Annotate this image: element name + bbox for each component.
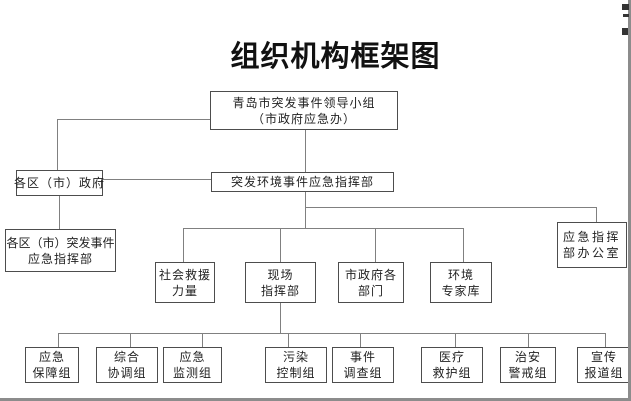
connector-bottom-distributor [58,333,606,334]
node-leader-group: 青岛市突发事件领导小组 （市政府应急办） [210,91,398,130]
scan-artifact-mark [623,14,629,17]
connector-gov-to-hq [103,179,212,180]
connector-leader-to-gov-v [57,119,58,170]
node-district-emergency-hq-line2: 应急指挥部 [27,251,93,266]
connector-hq-to-office-h [305,207,596,208]
node-team-investigation-line2: 调查组 [343,366,383,380]
node-team-medical-line2: 救护组 [432,366,472,380]
connector-drop-scene [280,228,281,262]
scan-artifact-mark [622,4,629,10]
node-team-medical-line1: 医疗 [438,350,465,364]
connector-mid-distributor [183,228,464,229]
node-team-publicity-line2: 报道组 [584,366,624,380]
connector-drop-team-8 [605,333,606,347]
node-hq-office: 应急指挥 部办公室 [557,222,627,268]
chart-title: 组织机构框架图 [230,41,441,73]
connector-drop-team-2 [130,333,131,347]
connector-drop-social [183,228,184,262]
node-team-investigation: 事件 调查组 [332,347,394,383]
node-gov-departments-line1: 市政府各 [344,267,397,282]
node-social-rescue-line1: 社会救援 [158,267,211,282]
connector-drop-team-1 [58,333,59,347]
connector-drop-team-3 [202,333,203,347]
node-team-support-line2: 保障组 [32,366,72,380]
connector-drop-departments [375,228,376,262]
node-district-gov-label: 各区（市）政府 [14,176,106,190]
connector-leader-to-gov-h [57,119,210,120]
scan-artifact-right-edge [628,0,631,401]
node-team-security-line2: 警戒组 [508,366,548,380]
node-hq-office-line2: 部办公室 [562,246,621,260]
node-team-coordination: 综合 协调组 [96,347,158,383]
node-team-security: 治安 警戒组 [500,347,556,383]
node-env-emergency-hq: 突发环境事件应急指挥部 [211,172,394,192]
node-team-medical: 医疗 救护组 [421,347,483,383]
node-env-emergency-hq-label: 突发环境事件应急指挥部 [230,175,374,189]
connector-drop-team-6 [455,333,456,347]
node-team-pollution-control-line2: 控制组 [276,366,316,380]
node-env-experts-line2: 专家库 [441,283,481,298]
node-team-investigation-line1: 事件 [349,350,376,364]
node-team-pollution-control-line1: 污染 [282,350,309,364]
node-team-monitoring-line2: 监测组 [172,366,212,380]
connector-drop-team-7 [528,333,529,347]
node-team-pollution-control: 污染 控制组 [265,347,327,383]
node-env-experts-line1: 环境 [447,267,474,282]
node-hq-office-line1: 应急指挥 [562,230,621,244]
node-team-security-line1: 治安 [514,350,541,364]
scan-artifact-bottom-edge [0,398,631,401]
connector-hq-down [305,192,306,228]
connector-drop-experts [463,228,464,262]
connector-hq-to-office-v [596,207,597,222]
node-district-gov: 各区（市）政府 [14,170,106,196]
node-team-coordination-line1: 综合 [113,350,140,364]
node-district-emergency-hq: 各区（市）突发事件 应急指挥部 [5,229,116,272]
node-scene-hq-line2: 指挥部 [260,283,300,298]
node-gov-departments: 市政府各 部门 [338,262,404,303]
node-leader-group-line2: （市政府应急办） [251,111,356,126]
connector-leader-to-hq [305,130,306,172]
node-team-support: 应急 保障组 [25,347,79,383]
connector-scene-down [280,303,281,333]
node-team-monitoring-line1: 应急 [179,350,206,364]
node-env-experts: 环境 专家库 [430,262,492,303]
connector-drop-team-4 [288,333,289,347]
node-team-publicity: 宣传 报道组 [577,347,631,383]
node-district-emergency-hq-line1: 各区（市）突发事件 [6,235,115,250]
node-scene-hq-line1: 现场 [267,267,294,282]
node-team-support-line1: 应急 [38,350,65,364]
node-team-publicity-line1: 宣传 [590,350,617,364]
scan-artifact-mark [622,28,628,35]
node-social-rescue: 社会救援 力量 [155,262,215,303]
node-scene-hq: 现场 指挥部 [245,262,316,303]
connector-gov-to-district-hq [59,196,60,229]
node-team-monitoring: 应急 监测组 [163,347,222,383]
node-social-rescue-line2: 力量 [171,283,198,298]
node-leader-group-line1: 青岛市突发事件领导小组 [232,95,376,110]
node-team-coordination-line2: 协调组 [107,366,147,380]
connector-drop-team-5 [360,333,361,347]
node-gov-departments-line2: 部门 [357,283,384,298]
